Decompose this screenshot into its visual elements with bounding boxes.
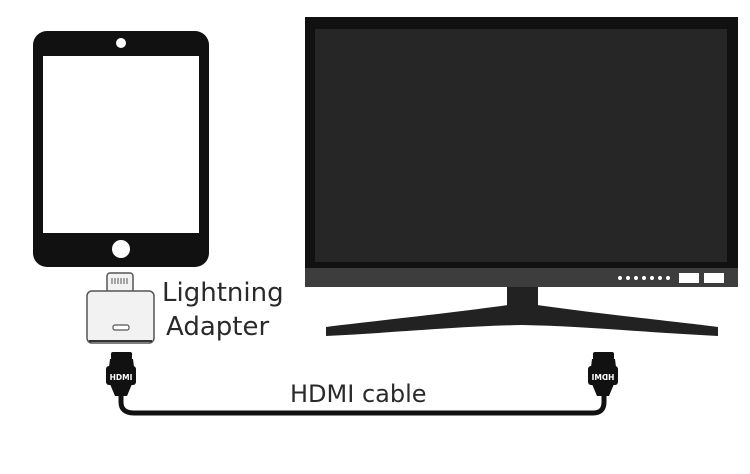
hdmi-cable-icon: HDMI HDMI <box>106 352 618 416</box>
hdmi-plug-left-text: HDMI <box>110 373 133 382</box>
tablet-icon <box>33 31 209 267</box>
hdmi-plug-right-text: HDMI <box>591 373 614 382</box>
tablet-home-button-icon <box>112 240 130 258</box>
lightning-adapter-icon <box>86 272 155 344</box>
adapter-label-line2: Adapter <box>166 312 270 342</box>
hdmi-cable-label: HDMI cable <box>290 380 427 408</box>
monitor-screen <box>315 29 727 262</box>
adapter-port <box>112 324 130 331</box>
monitor-button-icon <box>679 273 699 283</box>
monitor-stand-base <box>326 305 718 336</box>
monitor-button-icon <box>704 273 724 283</box>
monitor-bottom-bezel <box>305 268 738 287</box>
tablet-camera-icon <box>116 38 126 48</box>
hdmi-plug-right-icon: HDMI <box>588 352 618 396</box>
hdmi-plug-left-icon: HDMI <box>106 352 136 396</box>
hdmi-cable-wire <box>118 387 607 416</box>
adapter-label-line1: Lightning <box>162 278 284 308</box>
tablet-screen <box>43 56 199 233</box>
lightning-connector-pins <box>111 278 128 284</box>
monitor-indicator-dots <box>618 276 670 280</box>
adapter-body <box>86 290 155 344</box>
monitor-icon <box>305 17 738 336</box>
